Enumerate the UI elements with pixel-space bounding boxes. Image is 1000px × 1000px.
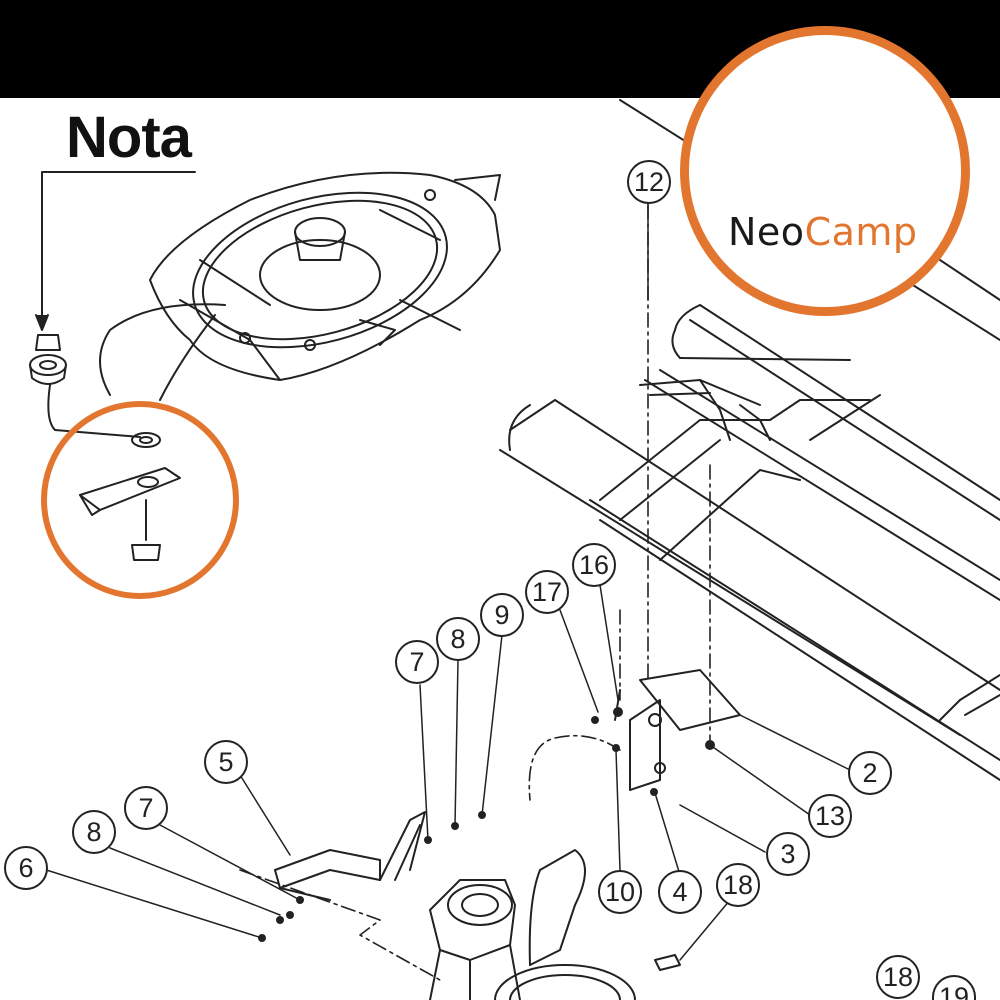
assembly-guide-lines [239, 204, 711, 981]
callout-10: 10 [598, 870, 642, 914]
callout-18: 18 [716, 863, 760, 907]
note-title: Nota [66, 105, 192, 170]
highlight-circle [41, 401, 239, 599]
support-bracket [258, 811, 486, 942]
gearbox [429, 849, 681, 1000]
callout-18-lower: 18 [876, 955, 920, 999]
callout-17: 17 [525, 570, 569, 614]
callout-4: 4 [658, 870, 702, 914]
brand-part-camp: Camp [804, 210, 918, 254]
leader-lines [39, 202, 851, 961]
callout-16: 16 [572, 543, 616, 587]
frame-beams [499, 99, 1000, 781]
callout-12: 12 [627, 160, 671, 204]
callout-7-lower: 7 [124, 786, 168, 830]
callout-2: 2 [848, 751, 892, 795]
logo-badge [680, 26, 970, 316]
callout-19: 19 [932, 975, 976, 1000]
brand-wordmark: NeoCamp [728, 210, 918, 254]
callout-8: 8 [436, 617, 480, 661]
mounting-bracket [591, 669, 741, 796]
callout-5: 5 [204, 740, 248, 784]
callout-3: 3 [766, 832, 810, 876]
blade-detail [79, 432, 181, 561]
brand-part-neo: Neo [728, 210, 805, 254]
callout-6: 6 [4, 846, 48, 890]
spinner-disc-detail [149, 171, 501, 381]
callout-9: 9 [480, 593, 524, 637]
nota-pointer-lines [35, 171, 226, 438]
callout-13: 13 [808, 794, 852, 838]
callout-7: 7 [395, 640, 439, 684]
callout-8-lower: 8 [72, 810, 116, 854]
nut-and-washer [29, 334, 67, 385]
